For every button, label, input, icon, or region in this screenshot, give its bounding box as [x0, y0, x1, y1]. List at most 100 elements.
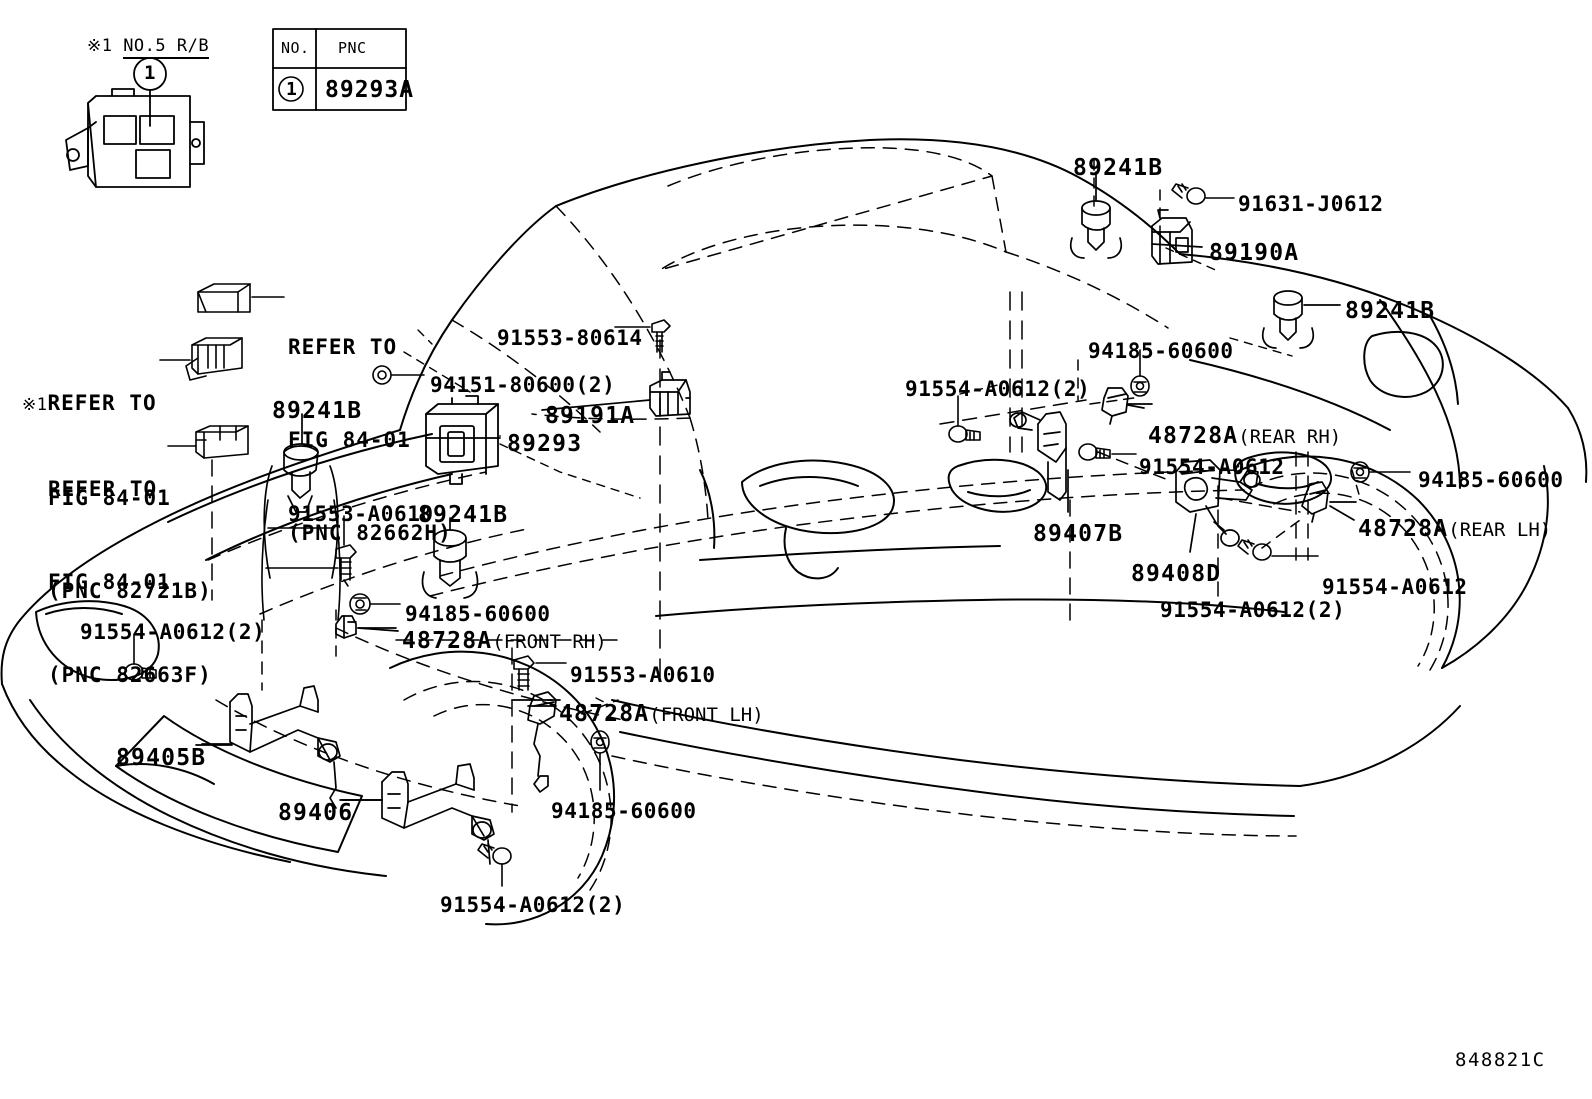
part-callout-91554-a0612-2: 91554-A0612(2) [905, 377, 1090, 401]
refer-line1: REFER TO [47, 391, 157, 415]
part-number: 89405B [116, 745, 207, 771]
part-number: 89241B [1073, 155, 1164, 181]
part-side-suffix: (REAR RH) [1238, 426, 1342, 448]
part-callout-89406: 89406 [278, 800, 353, 826]
part-89241b-rear-b [1261, 290, 1315, 349]
part-number: 94185-60600 [1088, 339, 1234, 363]
part-callout-94185-60600: 94185-60600 [405, 602, 551, 626]
part-48728a-rear-rh [1101, 387, 1153, 425]
part-callout-48728a: 48728A(FRONT LH) [559, 701, 764, 727]
part-number: 91553-80614 [497, 326, 643, 350]
callout-bubble-number: 1 [144, 62, 156, 84]
part-89241b-rear-a [1069, 200, 1123, 259]
part-callout-89293: 89293 [507, 431, 582, 457]
part-callout-91553-a0610: 91553-A0610 [288, 502, 434, 526]
part-callout-94185-60600: 94185-60600 [551, 799, 697, 823]
part-89190a-bracket [1151, 209, 1193, 265]
part-callout-91553-80614: 91553-80614 [497, 326, 643, 350]
part-number: 91553-A0610 [570, 663, 716, 687]
part-89407b-bracket [1009, 411, 1067, 501]
relay-box-no5 [65, 88, 205, 188]
part-number: 94185-60600 [405, 602, 551, 626]
note-title: NO.5 R/B [123, 36, 210, 59]
part-callout-89408d: 89408D [1131, 561, 1221, 587]
part-number: 48728A [1148, 423, 1239, 449]
part-callout-48728a: 48728A(REAR LH) [1358, 516, 1551, 542]
refer-note-82662h: REFER TO FIG 84-01 (PNC 82662H) [288, 270, 452, 611]
pnc-table-row-no: 1 [286, 79, 297, 100]
part-callout-89191a: 89191A [545, 403, 635, 429]
part-number: 91631-J0612 [1238, 192, 1384, 216]
part-number: 48728A [1358, 516, 1449, 542]
part-48728a-rear-lh [1301, 481, 1357, 523]
part-89191a-bracket [649, 371, 691, 417]
bolt-91554-a0612-rear-lh [1237, 539, 1319, 561]
part-callout-89241b: 89241B [272, 398, 362, 424]
part-side-suffix: (FRONT LH) [649, 704, 764, 726]
part-callout-91554-a0612: 91554-A0612 [1322, 575, 1468, 599]
part-callout-94185-60600: 94185-60600 [1418, 468, 1564, 492]
part-89406-linkage [341, 763, 495, 865]
part-number: 91554-A0612(2) [440, 893, 626, 917]
part-callout-94151-80600-2: 94151-80600(2) [430, 373, 615, 397]
part-number: 89406 [278, 800, 354, 826]
bolt-91554-a0612-bottom [477, 843, 512, 887]
part-number: 48728A [402, 628, 493, 654]
part-number: 48728A [559, 701, 650, 727]
pnc-table-row-pnc: 89293A [325, 77, 415, 103]
part-callout-89241b: 89241B [1345, 298, 1435, 324]
part-48728a-front-rh [335, 615, 397, 639]
part-number: 91554-A0612(2) [80, 620, 266, 644]
part-callout-89241b: 89241B [418, 502, 508, 528]
part-callout-89407b: 89407B [1033, 521, 1123, 547]
car-body-outline [0, 138, 1588, 926]
bolt-91631-j0612 [1171, 183, 1235, 205]
part-number: 94185-60600 [551, 799, 697, 823]
refer-line1: REFER TO [48, 477, 158, 501]
note-header-no5-rb: ※1 NO.5 R/B [44, 16, 210, 76]
refer-part-82662h [197, 283, 285, 313]
nut-94185-60600-rear-lh [1350, 461, 1411, 483]
part-callout-91554-a0612-2: 91554-A0612(2) [440, 893, 625, 917]
part-callout-48728a: 48728A(FRONT RH) [402, 628, 607, 654]
part-callout-94185-60600: 94185-60600 [1088, 339, 1234, 363]
note-marker: ※1 [86, 36, 113, 56]
part-callout-91554-a0612-2: 91554-A0612(2) [80, 620, 265, 644]
drawing-number: 848821C [1455, 1049, 1546, 1071]
refer-note-82721b: ※1REFER TO FIG 84-01 (PNC 82721B) [22, 326, 212, 669]
bolt-91553-a0610-lh [513, 655, 567, 691]
part-48728a-front-lh [511, 691, 561, 793]
refer-line2: FIG 84-01 [48, 486, 171, 510]
refer-line1: REFER TO [288, 335, 398, 359]
part-number: 94151-80600(2) [430, 373, 616, 397]
bolt-91554-a0612-rear-upper [948, 395, 981, 443]
part-callout-91553-a0610: 91553-A0610 [570, 663, 716, 687]
part-side-suffix: (REAR LH) [1448, 519, 1552, 541]
part-callout-91554-a0612: 91554-A0612 [1139, 455, 1285, 479]
part-number: 89190A [1209, 240, 1300, 266]
refer-line2: FIG 84-01 [48, 570, 171, 594]
part-number: 89241B [272, 398, 363, 424]
part-number: 91553-A0610 [288, 502, 434, 526]
refer-line3: (PNC 82663F) [48, 663, 212, 687]
part-number: 89408D [1131, 561, 1222, 587]
part-number: 91554-A0612(2) [905, 377, 1091, 401]
part-callout-89405b: 89405B [116, 745, 206, 771]
part-number: 89407B [1033, 521, 1124, 547]
part-number: 91554-A0612(2) [1160, 598, 1346, 622]
part-callout-89190a: 89190A [1209, 240, 1299, 266]
part-number: 89293 [507, 431, 583, 457]
part-89405b-linkage [201, 685, 341, 809]
refer-marker: ※1 [22, 395, 48, 415]
pnc-table-header-pnc: PNC [338, 39, 367, 57]
refer-line3: (PNC 82721B) [48, 579, 212, 603]
part-number: 94185-60600 [1418, 468, 1564, 492]
part-number: 91554-A0612 [1322, 575, 1468, 599]
nut-94185-60600-front-lh [590, 730, 610, 791]
refer-note-82663f: REFER TO FIG 84-01 (PNC 82663F) [48, 412, 212, 753]
part-callout-89241b: 89241B [1073, 155, 1163, 181]
refer-line2: FIG 84-01 [288, 428, 411, 452]
part-number: 89241B [1345, 298, 1436, 324]
